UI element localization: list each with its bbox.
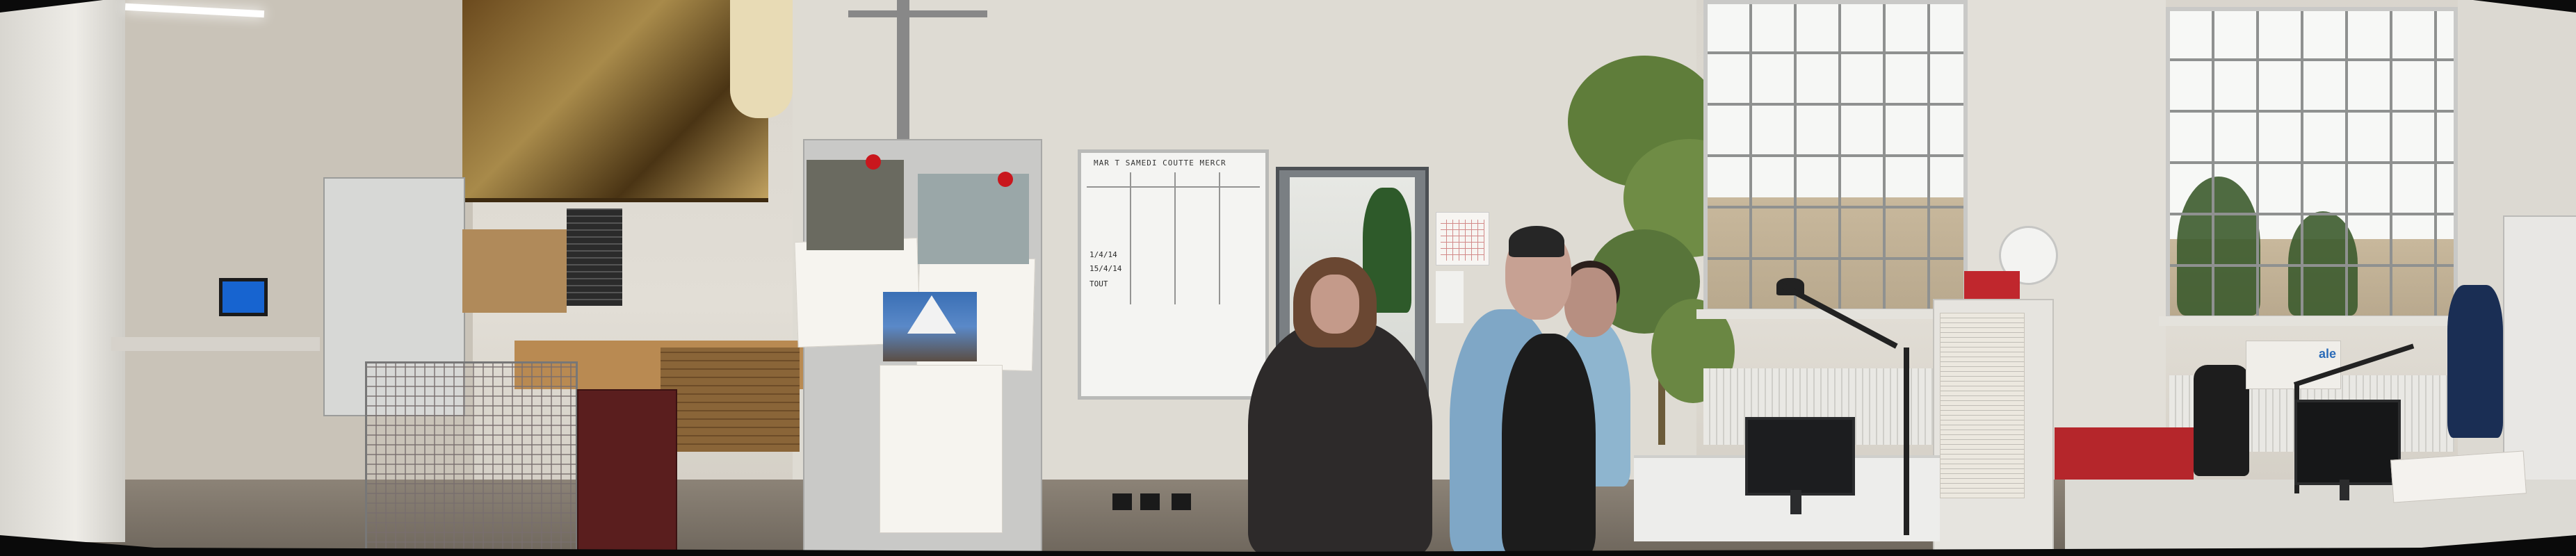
whiteboard-header: MAR T SAMEDI COUTTE MERCR: [1094, 158, 1226, 167]
wall-sign: ale: [2246, 341, 2341, 389]
pinned-paper: [880, 365, 1003, 533]
left-computer-monitor: [219, 278, 268, 316]
red-box: [1964, 271, 2020, 299]
desk-monitor: [2294, 400, 2401, 485]
office-chair: [2194, 365, 2249, 476]
window-right: [2166, 7, 2458, 320]
hanging-jacket: [2447, 285, 2503, 438]
wood-planks: [661, 348, 800, 452]
person-hair: [1509, 226, 1564, 257]
whiteboard-note: 1/4/14: [1089, 250, 1117, 259]
corkboard: [462, 229, 567, 313]
whiteboard-note: 15/4/14: [1089, 264, 1122, 273]
wall-calendar: [1436, 212, 1489, 265]
power-socket: [1112, 493, 1132, 510]
whiteboard-note: TOUT: [1089, 279, 1108, 288]
red-desk-tray: [2055, 427, 2194, 480]
coat-stand: [897, 0, 909, 139]
person-man-black-sweater: [1502, 334, 1596, 556]
wall-painting: [462, 0, 768, 202]
desk-monitor: [1745, 417, 1855, 496]
wall-notice: [1436, 271, 1464, 323]
whiteboard: MAR T SAMEDI COUTTE MERCR 1/4/14 15/4/14…: [1078, 149, 1269, 400]
coat-stand-arms: [848, 10, 987, 17]
whiteboard-grid: [1087, 172, 1260, 304]
pinned-photo-person: [807, 160, 904, 250]
monitor-stand: [1790, 490, 1801, 514]
shopping-cart: [365, 361, 578, 553]
pinned-photo-building: [918, 174, 1029, 264]
red-drawer-unit: [577, 389, 677, 552]
left-pillar: [0, 0, 125, 542]
power-socket: [1140, 493, 1160, 510]
sign-text: ale: [2318, 347, 2336, 361]
monitor-stand: [2340, 480, 2349, 500]
person-face: [1564, 268, 1617, 337]
painting-figure: [730, 0, 793, 118]
red-pin-icon: [866, 154, 881, 170]
left-desk: [111, 337, 320, 351]
power-socket: [1172, 493, 1191, 510]
window-left: [1703, 0, 1968, 313]
person-woman-dark-jacket: [1248, 320, 1432, 556]
desk-lamp-pole: [1904, 348, 1909, 535]
tool-drawer-rack: [567, 208, 622, 306]
person-face: [1311, 275, 1359, 334]
window-frame: [1708, 4, 1963, 309]
window-frame: [2170, 11, 2454, 316]
pinned-poster: [1940, 313, 2025, 498]
calendar-grid: [1441, 220, 1484, 261]
window-sill: [2159, 316, 2465, 326]
red-pin-icon: [998, 172, 1013, 187]
